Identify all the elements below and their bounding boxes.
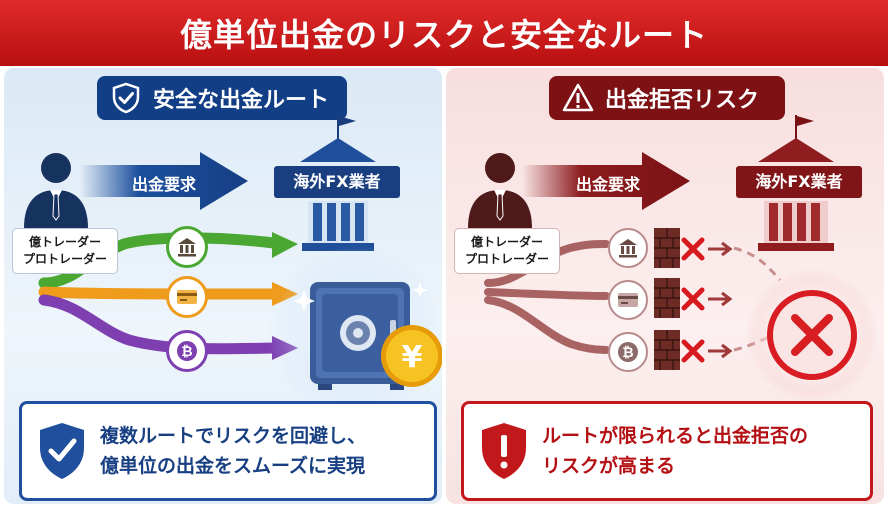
card-icon [177, 290, 197, 304]
warning-triangle-icon [562, 83, 594, 112]
trader-label-line2: プロトレーダー [22, 252, 107, 266]
risk-message-line2: リスクが高まる [542, 455, 676, 477]
bitcoin-route [484, 296, 610, 354]
safe-message-line1: 複数ルートでリスクを回避し、 [100, 425, 367, 447]
bank-icon [619, 239, 637, 258]
trader-label: 億トレーダー プロトレーダー [454, 228, 560, 274]
trader-label-line1: 億トレーダー [28, 235, 101, 249]
bank-route [484, 240, 610, 287]
safe-route-message: 複数ルートでリスクを回避し、 億単位の出金をスムーズに実現 [19, 401, 437, 501]
blocked-wall-card [654, 278, 733, 318]
bitcoin-route-button: ₿ [166, 330, 208, 372]
bitcoin-icon: ₿ [177, 341, 197, 361]
risk-header-label: 出金拒否リスク [605, 88, 760, 113]
shield-check-icon [112, 82, 140, 114]
bank-route-button [166, 226, 208, 268]
request-label: 出金要求 [576, 175, 641, 194]
risk-message-text: ルートが限られると出金拒否の リスクが高まる [542, 421, 808, 481]
bitcoin-icon: ₿ [618, 342, 638, 362]
blocked-wall-bank [654, 228, 733, 268]
shield-check-icon [40, 423, 84, 479]
safe-route-header-label: 安全な出金ルート [153, 88, 330, 113]
broker-label: 海外FX業者 [736, 166, 862, 198]
bank-icon [178, 238, 196, 257]
trader-label-line2: プロトレーダー [464, 252, 549, 266]
card-route-button [166, 276, 208, 318]
broker-building-icon [758, 115, 834, 251]
trader-label-line1: 億トレーダー [470, 235, 543, 249]
trader-silhouette-icon [468, 153, 532, 228]
card-route [484, 288, 610, 300]
request-arrow [522, 152, 690, 210]
withdrawal-risk-panel: 出金拒否リスク [446, 68, 884, 504]
bitcoin-route-button: ₿ [608, 332, 648, 372]
title-banner: 億単位出金のリスクと安全なルート [0, 0, 888, 66]
bank-route [38, 232, 298, 289]
page-title: 億単位出金のリスクと安全なルート [179, 16, 708, 54]
svg-text:¥: ¥ [402, 340, 423, 375]
safe-route-header: 安全な出金ルート [97, 76, 347, 120]
svg-text:₿: ₿ [622, 345, 633, 361]
safe-message-line2: 億単位の出金をスムーズに実現 [100, 455, 366, 477]
trader-silhouette-icon [24, 153, 88, 228]
safe-route-message-text: 複数ルートでリスクを回避し、 億単位の出金をスムーズに実現 [100, 421, 366, 481]
shield-alert-icon [482, 423, 526, 479]
trader-label: 億トレーダー プロトレーダー [12, 228, 118, 274]
request-label: 出金要求 [132, 175, 197, 194]
svg-text:₿: ₿ [181, 344, 192, 360]
request-arrow [80, 152, 248, 210]
broker-label: 海外FX業者 [274, 166, 400, 198]
deny-x-icon [746, 269, 878, 401]
yen-coin-icon: ¥ [381, 325, 442, 387]
safe-route-panel: 安全な出金ルート [4, 68, 442, 504]
card-icon [618, 293, 638, 307]
bank-route-button [608, 228, 648, 268]
risk-message-line1: ルートが限られると出金拒否の [542, 425, 809, 447]
risk-message: ルートが限られると出金拒否の リスクが高まる [461, 401, 873, 501]
blocked-wall-bitcoin [654, 330, 733, 370]
risk-header: 出金拒否リスク [549, 76, 785, 120]
safe-route-graphics: ¥ [38, 115, 442, 421]
card-route-button [608, 280, 648, 320]
risk-route-graphics [484, 115, 878, 401]
